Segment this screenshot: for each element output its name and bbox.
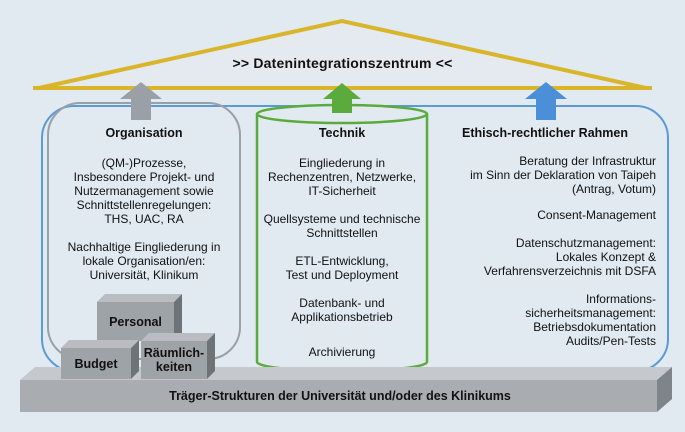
text-line: Quellsysteme und technische bbox=[263, 212, 421, 226]
text-line: (QM-)Prozesse, bbox=[101, 156, 187, 170]
text-line: Verfahrensverzeichnis mit DSFA bbox=[483, 264, 656, 278]
text-line: Nachhaltige Eingliederung in bbox=[67, 240, 221, 254]
text-line: Consent-Management bbox=[537, 208, 656, 222]
technik-block-2: Quellsysteme und technische Schnittstell… bbox=[257, 212, 427, 240]
raeumlichkeiten-label: Räumlich- keiten bbox=[141, 346, 207, 374]
organisation-block-1: (QM-)Prozesse, Insbesondere Projekt- und… bbox=[48, 156, 240, 226]
ethik-heading: Ethisch-rechtlicher Rahmen bbox=[461, 126, 628, 140]
text-line: Lokales Konzept & bbox=[555, 250, 656, 264]
ethik-block-4: Informations- sicherheitsmanagement: Bet… bbox=[420, 292, 656, 348]
technik-block-3: ETL-Entwicklung, Test und Deployment bbox=[257, 254, 427, 282]
text-line: Betriebsdokumentation bbox=[533, 320, 656, 334]
text-line: Eingliederung in bbox=[298, 156, 386, 170]
ethik-arrow-icon bbox=[525, 82, 567, 120]
ethik-block-1: Beratung der Infrastruktur im Sinn der D… bbox=[420, 154, 656, 196]
text-line: Rechenzentren, Netzwerke, bbox=[267, 170, 417, 184]
text-line: Datenschutzmanagement: bbox=[515, 236, 656, 250]
text-line: IT-Sicherheit bbox=[308, 184, 376, 198]
organisation-block-2: Nachhaltige Eingliederung in lokale Orga… bbox=[48, 240, 240, 282]
organisation-heading: Organisation bbox=[105, 126, 183, 140]
base-label: Träger-Strukturen der Universität und/od… bbox=[169, 389, 511, 403]
text-line: Audits/Pen-Tests bbox=[565, 334, 656, 348]
text-line: Schnittstellen bbox=[306, 226, 378, 240]
text-line: im Sinn der Deklaration von Taipeh bbox=[470, 168, 656, 182]
ethik-block-3: Datenschutzmanagement: Lokales Konzept &… bbox=[420, 236, 656, 278]
budget-box bbox=[61, 340, 139, 379]
ethik-block-2: Consent-Management bbox=[420, 208, 656, 222]
text-line: (Antrag, Votum) bbox=[571, 182, 656, 196]
text-line: sicherheitsmanagement: bbox=[525, 306, 656, 320]
text-line: Archivierung bbox=[308, 345, 376, 359]
text-line: THS, UAC, RA bbox=[104, 212, 184, 226]
text-line: Datenbank- und bbox=[299, 296, 385, 310]
text-line: Schnittstellenregelungen: bbox=[76, 198, 212, 212]
technik-block-4: Datenbank- und Applikationsbetrieb bbox=[257, 296, 427, 324]
text-line: Beratung der Infrastruktur bbox=[519, 154, 656, 168]
technik-heading: Technik bbox=[318, 126, 366, 140]
roof-title: >> Datenintegrationszentrum << bbox=[232, 55, 453, 71]
raeumlichkeiten-box bbox=[141, 333, 215, 379]
text-line: Applikationsbetrieb bbox=[291, 310, 393, 324]
text-line: Insbesondere Projekt- und bbox=[73, 170, 215, 184]
personal-label: Personal bbox=[109, 315, 162, 329]
text-line: Nutzermanagement sowie bbox=[74, 184, 214, 198]
text-line: lokale Organisation/en: bbox=[82, 254, 206, 268]
text-line: Universität, Klinikum bbox=[89, 268, 199, 282]
text-line: keiten bbox=[155, 360, 193, 374]
text-line: Räumlich- bbox=[143, 346, 205, 360]
budget-label: Budget bbox=[74, 357, 118, 371]
technik-block-1: Eingliederung in Rechenzentren, Netzwerk… bbox=[257, 156, 427, 198]
technik-arrow-icon bbox=[323, 83, 361, 113]
technik-block-5: Archivierung bbox=[257, 345, 427, 359]
text-line: ETL-Entwicklung, bbox=[295, 254, 389, 268]
text-line: Test und Deployment bbox=[285, 268, 399, 282]
organisation-arrow-icon bbox=[120, 82, 162, 120]
text-line: Informations- bbox=[585, 292, 656, 306]
